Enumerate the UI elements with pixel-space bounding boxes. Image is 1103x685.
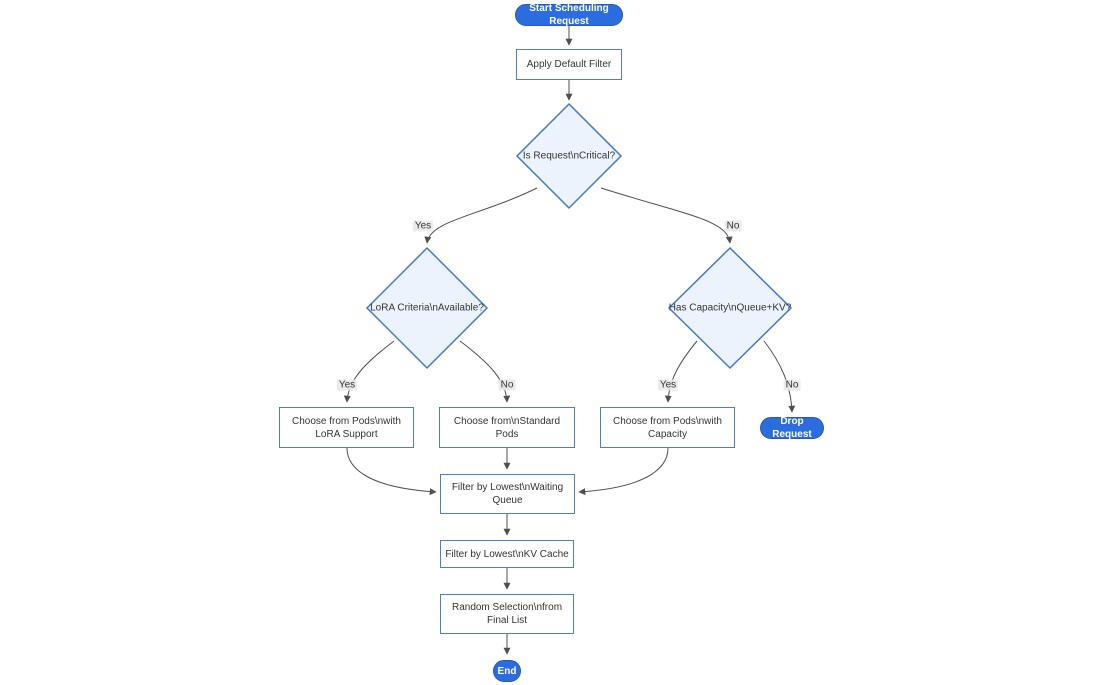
edge-lora-yes: [343, 340, 395, 403]
decision-is-critical-shape: [515, 102, 623, 210]
is-critical-decision-label: Is Request\nCritical?: [522, 150, 616, 162]
choose-lora-pods-line1: Choose from Pods\nwith: [292, 415, 401, 427]
edge-capacity-yes: [664, 340, 698, 403]
apply-default-filter-label: Apply Default Filter: [526, 59, 612, 70]
edge-chooselora-to-filterqueue: [346, 447, 437, 496]
choose-capacity-pods-line2: Capacity: [648, 428, 687, 440]
decision-lora-criteria-shape: [365, 246, 489, 370]
choose-standard-pods-node: Choose from\nStandard Pods: [439, 407, 575, 448]
random-selection-node: Random Selection\nfrom Final List: [440, 594, 574, 634]
choose-lora-pods-line2: LoRA Support: [315, 428, 378, 440]
decision-has-capacity-shape: [667, 246, 793, 370]
has-capacity-decision-label: Has Capacity\nQueue+KV?: [668, 302, 792, 314]
edge-capacity-no: [763, 340, 796, 413]
choose-standard-pods-line2: Pods: [495, 428, 519, 440]
drop-request-label: Drop Request: [772, 416, 812, 440]
filter-waiting-queue-line2: Queue: [492, 495, 523, 506]
capacity-yes-edge-label: Yes: [657, 379, 679, 391]
filter-kv-cache-node: Filter by Lowest\nKV Cache: [440, 540, 574, 568]
lora-yes-edge-label: Yes: [336, 379, 358, 391]
lora-criteria-decision-label: LoRA Criteria\nAvailable?: [370, 302, 484, 314]
edge-critical-no: [600, 187, 733, 244]
edge-choosecapacity-to-filterqueue: [578, 447, 669, 496]
choose-standard-pods-line1: Choose from\nStandard: [453, 415, 561, 427]
filter-waiting-queue-line1: Filter by Lowest\nWaiting: [451, 482, 564, 493]
choose-lora-pods-node: Choose from Pods\nwith LoRA Support: [279, 407, 414, 448]
random-selection-line1: Random Selection\nfrom: [451, 602, 563, 613]
start-node-label: Start Scheduling Request: [529, 3, 609, 27]
drop-request-node: Drop Request: [760, 416, 824, 440]
end-node: End: [493, 660, 521, 682]
capacity-no-edge-label: No: [783, 379, 801, 391]
lora-no-edge-label: No: [498, 379, 516, 391]
edge-critical-yes: [424, 187, 538, 244]
apply-default-filter-node: Apply Default Filter: [516, 49, 622, 80]
critical-yes-edge-label: Yes: [412, 220, 434, 232]
critical-no-edge-label: No: [724, 220, 742, 232]
start-node: Start Scheduling Request: [515, 3, 623, 27]
random-selection-line2: Final List: [486, 615, 527, 626]
choose-capacity-pods-node: Choose from Pods\nwith Capacity: [600, 407, 735, 448]
filter-kv-cache-label: Filter by Lowest\nKV Cache: [445, 548, 569, 560]
edge-lora-no: [459, 340, 511, 403]
filter-waiting-queue-node: Filter by Lowest\nWaiting Queue: [440, 474, 575, 514]
choose-capacity-pods-line1: Choose from Pods\nwith: [613, 415, 722, 427]
end-node-label: End: [497, 665, 517, 677]
